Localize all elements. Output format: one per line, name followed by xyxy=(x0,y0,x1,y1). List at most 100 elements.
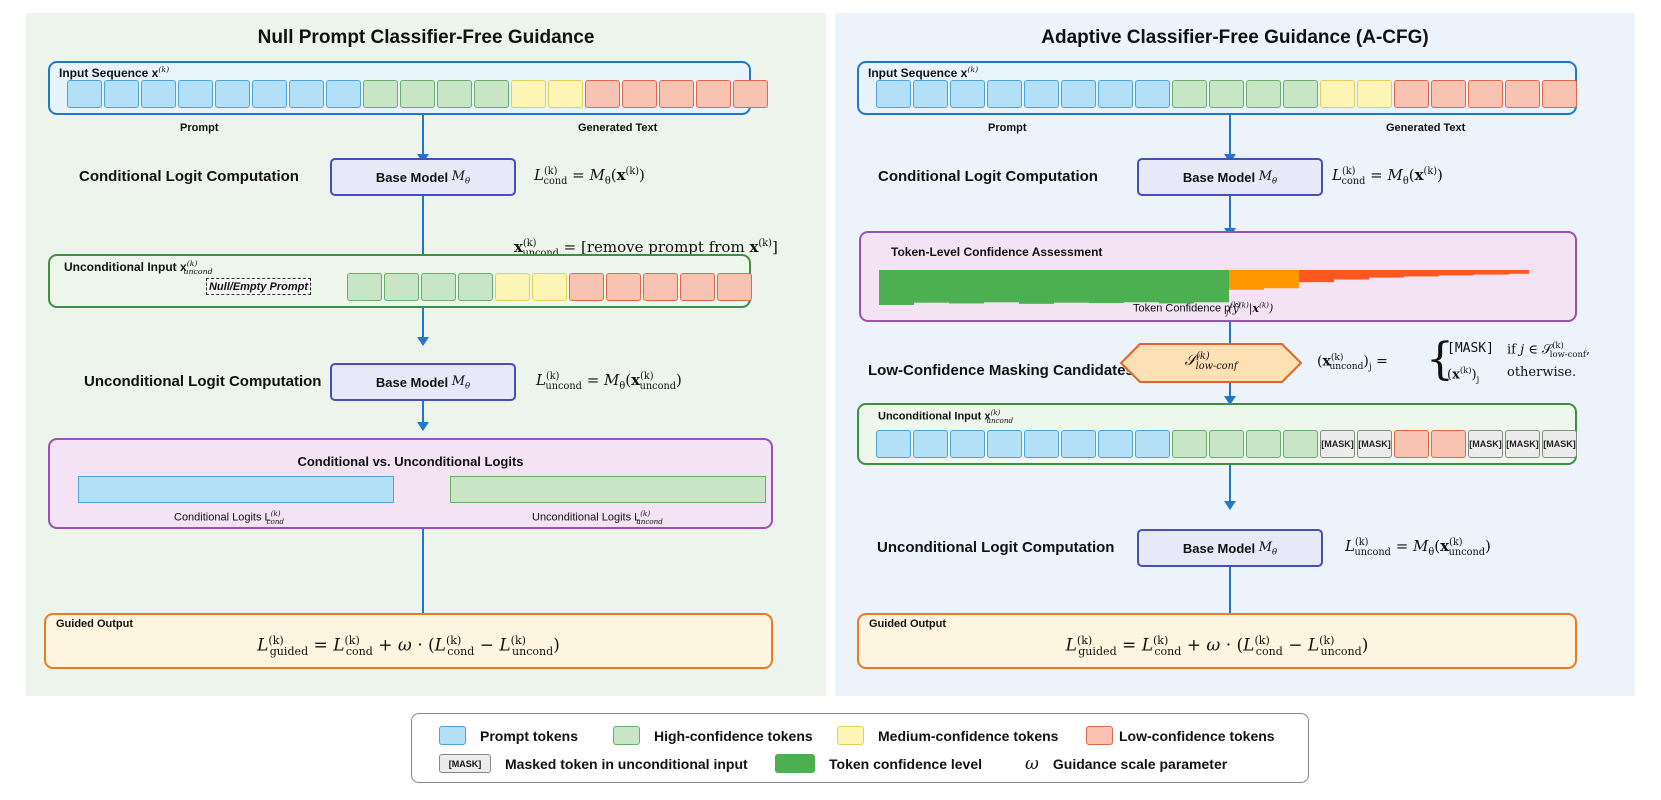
low-confidence-token xyxy=(643,273,678,301)
mask-token: [MASK] xyxy=(1320,430,1355,458)
prompt-token xyxy=(252,80,287,108)
mask-token: [MASK] xyxy=(1505,430,1540,458)
prompt-token xyxy=(289,80,324,108)
high-confidence-token xyxy=(1283,430,1318,458)
legend-low-swatch xyxy=(1086,726,1113,745)
prompt-token xyxy=(215,80,250,108)
high-confidence-token xyxy=(347,273,382,301)
confidence-bar xyxy=(1159,270,1194,304)
prompt-token xyxy=(876,80,911,108)
high-confidence-token xyxy=(437,80,472,108)
confidence-bar xyxy=(1194,270,1229,303)
low-confidence-set-label: 𝒮(k)low-conf xyxy=(1184,351,1238,372)
confidence-bar xyxy=(1124,270,1159,303)
confidence-bar xyxy=(1264,270,1299,289)
medium-confidence-token xyxy=(548,80,583,108)
low-confidence-token xyxy=(1394,430,1429,458)
high-confidence-token xyxy=(384,273,419,301)
left-conditional-step-label: Conditional Logit Computation xyxy=(79,168,299,185)
right-unconditional-input-label: Unconditional Input x(k)uncond xyxy=(878,408,1014,425)
low-confidence-token xyxy=(569,273,604,301)
high-confidence-token xyxy=(458,273,493,301)
mask-token: [MASK] xyxy=(1357,430,1392,458)
right-input-sequence-box: Input Sequence x(k) xyxy=(857,61,1577,115)
left-unconditional-step-label: Unconditional Logit Computation xyxy=(84,373,322,390)
prompt-token xyxy=(104,80,139,108)
legend-masked: [MASK]Masked token in unconditional inpu… xyxy=(439,754,748,773)
medium-confidence-token xyxy=(1357,80,1392,108)
high-confidence-token xyxy=(1246,80,1281,108)
unconditional-logits-bar xyxy=(450,476,766,503)
right-unconditional-input-box: Unconditional Input x(k)uncond [MASK][MA… xyxy=(857,403,1577,465)
high-confidence-token xyxy=(363,80,398,108)
legend-prompt-swatch xyxy=(439,726,466,745)
prompt-token xyxy=(1061,80,1096,108)
left-unconditional-input-box: Unconditional Input x(k)uncond Null/Empt… xyxy=(48,254,754,308)
prompt-token xyxy=(987,80,1022,108)
prompt-token xyxy=(1024,430,1059,458)
confidence-bar xyxy=(1404,270,1439,277)
confidence-bar xyxy=(949,270,984,304)
confidence-bar xyxy=(1089,270,1124,304)
right-unconditional-step-label: Unconditional Logit Computation xyxy=(877,539,1115,556)
confidence-bar xyxy=(1054,270,1089,303)
confidence-bar xyxy=(1019,270,1054,304)
right-input-sequence-label: Input Sequence x(k) xyxy=(868,65,979,80)
masking-step-label: Low-Confidence Masking Candidates xyxy=(868,362,1134,379)
left-guided-equation: L(k)guided = L(k)cond + ω · (L(k)cond − … xyxy=(257,634,560,659)
prompt-token xyxy=(141,80,176,108)
confidence-bar xyxy=(914,270,949,303)
mask-equation-case1-condition: if j ∈ 𝒮(k)low-conf, xyxy=(1507,340,1591,359)
logits-comparison-box: Conditional vs. Unconditional Logits Con… xyxy=(48,438,773,529)
high-confidence-token xyxy=(400,80,435,108)
legend: Prompt tokens High-confidence tokens Med… xyxy=(411,713,1309,783)
high-confidence-token xyxy=(1172,80,1207,108)
legend-high-swatch xyxy=(613,726,640,745)
omega-symbol: ω xyxy=(1025,754,1039,774)
prompt-token xyxy=(67,80,102,108)
high-confidence-token xyxy=(1209,80,1244,108)
confidence-bar xyxy=(1439,270,1474,276)
arrow-down xyxy=(1224,196,1236,237)
prompt-token xyxy=(913,80,948,108)
left-uncond-token-row xyxy=(347,273,754,301)
left-uncond-equation: L(k)uncond = Mθ(x(k)uncond) xyxy=(536,371,682,392)
logits-comparison-title: Conditional vs. Unconditional Logits xyxy=(297,454,524,469)
prompt-token xyxy=(1135,80,1170,108)
left-base-model-cond: Base Model Mθ xyxy=(330,158,516,196)
confidence-assessment-title: Token-Level Confidence Assessment xyxy=(891,245,1103,259)
null-empty-prompt-box: Null/Empty Prompt xyxy=(206,278,311,295)
legend-confidence-swatch xyxy=(775,754,815,773)
high-confidence-token xyxy=(1209,430,1244,458)
low-confidence-token xyxy=(585,80,620,108)
right-prompt-label: Prompt xyxy=(988,122,1027,134)
mask-token: [MASK] xyxy=(1542,430,1577,458)
low-confidence-token xyxy=(717,273,752,301)
confidence-bar xyxy=(1299,270,1334,283)
right-panel-title: Adaptive Classifier-Free Guidance (A-CFG… xyxy=(1041,27,1429,48)
high-confidence-token xyxy=(421,273,456,301)
right-uncond-equation: L(k)uncond = Mθ(x(k)uncond) xyxy=(1345,537,1491,558)
prompt-token xyxy=(1024,80,1059,108)
right-generated-text-label: Generated Text xyxy=(1386,122,1466,134)
prompt-token xyxy=(950,80,985,108)
prompt-token xyxy=(950,430,985,458)
arrow-down xyxy=(1224,115,1236,163)
arrow-down xyxy=(417,115,429,163)
low-confidence-set-hexagon xyxy=(1120,343,1302,383)
low-confidence-token xyxy=(733,80,768,108)
confidence-bar xyxy=(1509,270,1529,274)
low-confidence-token xyxy=(1505,80,1540,108)
low-confidence-token xyxy=(1542,80,1577,108)
prompt-token xyxy=(178,80,213,108)
left-input-sequence-box: Input Sequence x(k) xyxy=(48,61,768,115)
right-guided-output-label: Guided Output xyxy=(869,618,946,630)
left-guided-output-box: Guided Output L(k)guided = L(k)cond + ω … xyxy=(44,613,773,669)
medium-confidence-token xyxy=(1320,80,1355,108)
low-confidence-token xyxy=(680,273,715,301)
arrow-down xyxy=(417,308,429,346)
prompt-token xyxy=(1098,430,1133,458)
mask-equation-lhs: (x(k)uncond)j = xyxy=(1317,353,1388,373)
right-input-token-row xyxy=(876,80,1579,108)
